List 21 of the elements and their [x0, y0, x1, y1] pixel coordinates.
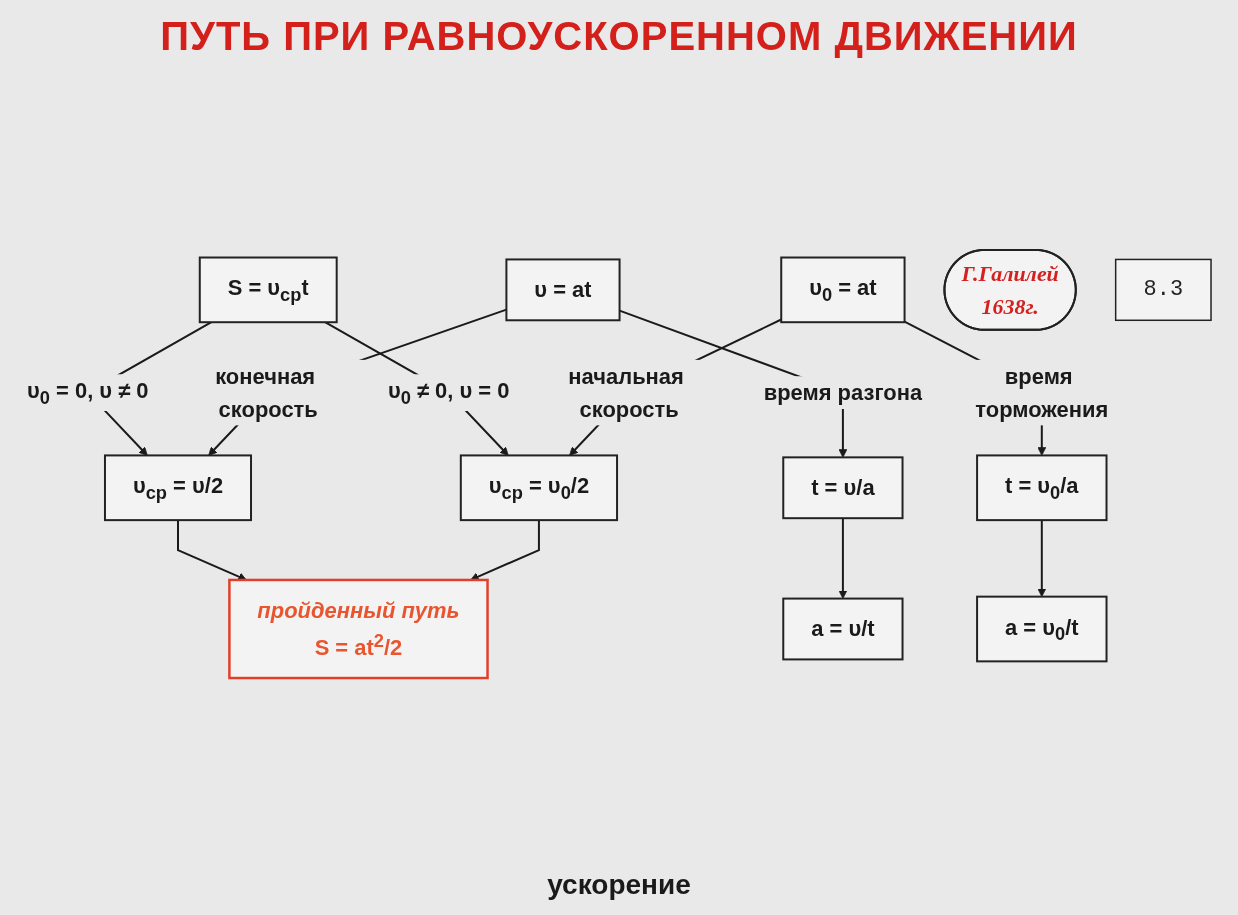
edge-label: υ$_{0}$ ≠ 0, υ = 0	[387, 378, 510, 408]
node-box: υ$_{ср}$ = υ$_{0}$/2	[459, 454, 619, 522]
edge-label: начальная скорость	[568, 363, 684, 422]
edge-label: время торможения	[975, 363, 1109, 422]
node-box: 8.3	[1114, 258, 1212, 322]
edge-label: время разгона	[763, 380, 923, 406]
edge-label: υ$_{0}$ = 0, υ ≠ 0	[26, 378, 149, 408]
node-box: υ$_{0}$ = at	[780, 256, 906, 324]
node-box: S = υ$_{ср}$t	[198, 256, 338, 324]
node-box: υ$_{ср}$ = υ/2	[103, 454, 252, 522]
arrow	[838, 517, 848, 599]
node-box: a = υ$_{0}$/t	[976, 595, 1108, 663]
node-box: пройденный путь S = at$^{2}$/2	[228, 578, 489, 680]
node-box: a = υ/t	[782, 597, 904, 661]
node-box: υ = at	[505, 258, 621, 322]
title: ПУТЬ ПРИ РАВНОУСКОРЕННОМ ДВИЖЕНИИ	[160, 14, 1078, 59]
arrow	[1037, 519, 1047, 598]
node-box: t = υ/a	[782, 456, 904, 520]
note-text: ускорение	[547, 869, 691, 901]
node-box: t = υ$_{0}$/a	[976, 454, 1108, 522]
edge-label: конечная скорость	[215, 363, 318, 422]
